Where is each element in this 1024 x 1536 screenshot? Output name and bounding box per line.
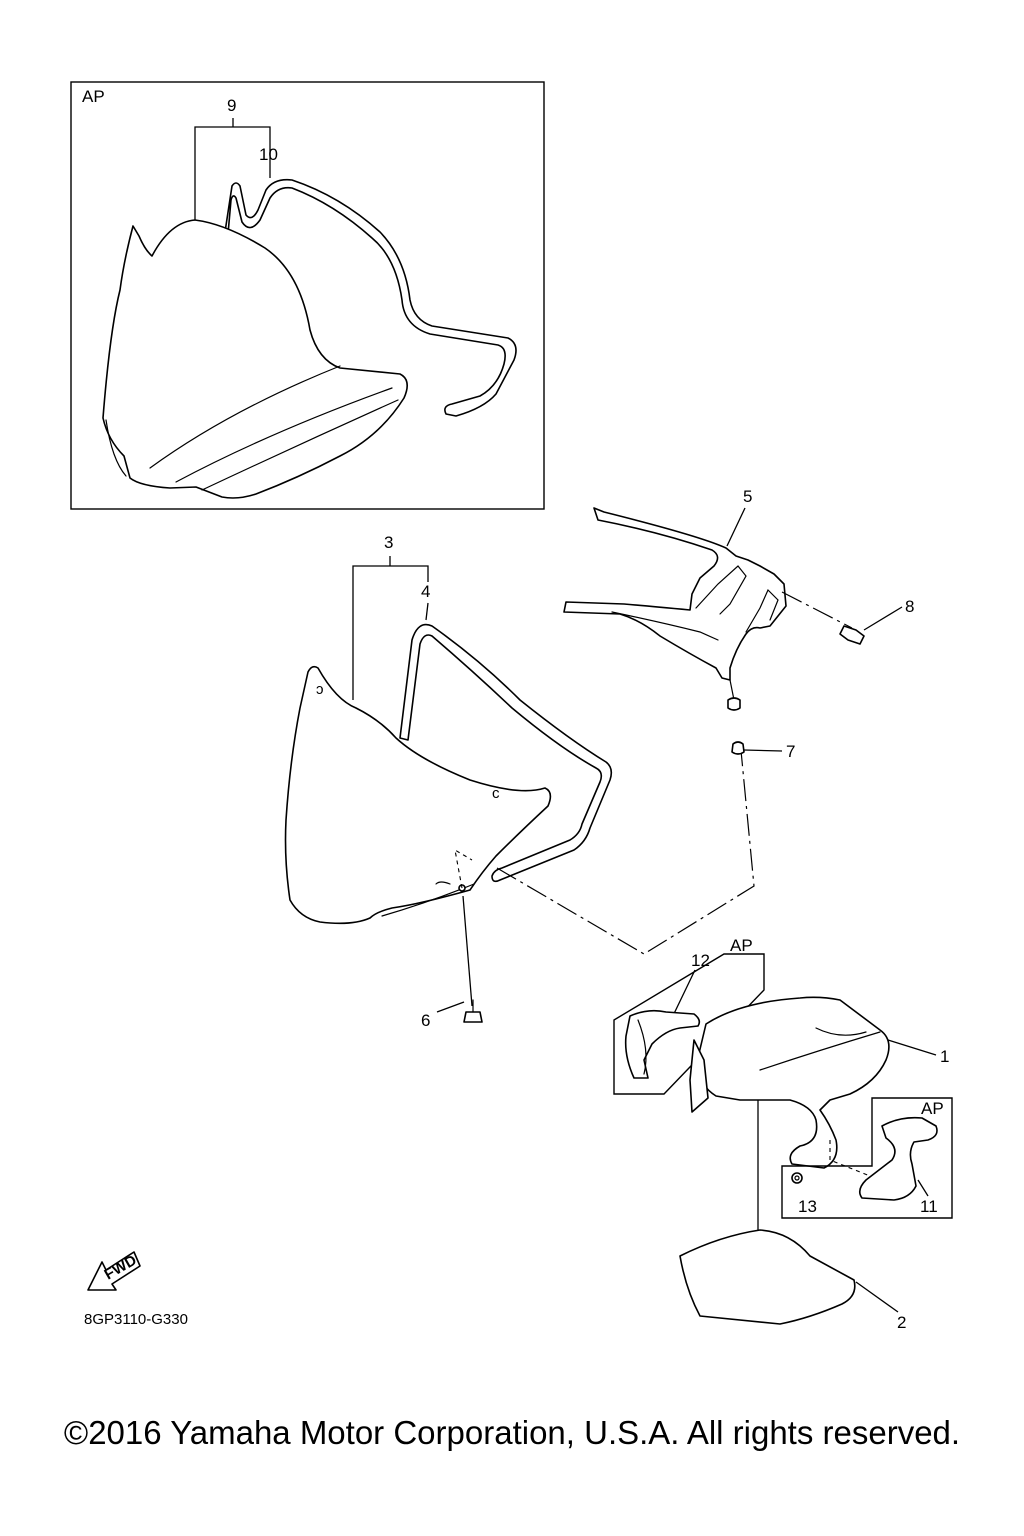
- ap-label-right: AP: [921, 1099, 944, 1118]
- ap-box-right: [781, 1097, 953, 1219]
- ap-box-top: [70, 81, 545, 510]
- windshield-top[interactable]: [102, 219, 408, 499]
- bolt-8[interactable]: [839, 625, 865, 645]
- windshield-seal-top[interactable]: [224, 178, 517, 417]
- callout-7: 7: [786, 742, 795, 761]
- panel-12[interactable]: [624, 1009, 701, 1079]
- callout-2: 2: [897, 1313, 906, 1332]
- callout-1: 1: [940, 1047, 949, 1066]
- callout-3: 3: [384, 533, 393, 552]
- copyright-notice: ©2016 Yamaha Motor Corporation, U.S.A. A…: [63, 1414, 961, 1451]
- callout-8: 8: [905, 597, 914, 616]
- panel-11[interactable]: [858, 1116, 938, 1201]
- grommet-7[interactable]: [731, 741, 745, 755]
- callout-4: 4: [421, 582, 430, 601]
- callout-5: 5: [743, 487, 752, 506]
- visor-seal[interactable]: [399, 623, 613, 883]
- callout-12: 12: [691, 951, 710, 970]
- panel-2[interactable]: [679, 1229, 856, 1325]
- svg-text:ɔ: ɔ: [316, 681, 324, 698]
- svg-text:c: c: [492, 785, 500, 802]
- callout-10: 10: [259, 145, 278, 164]
- fwd-arrow-icon: FWD: [87, 1251, 141, 1291]
- nut-13[interactable]: [791, 1172, 803, 1184]
- callout-6: 6: [421, 1011, 430, 1030]
- ap-label-top: AP: [82, 87, 105, 106]
- callout-9: 9: [227, 96, 236, 115]
- visor-shield[interactable]: [284, 665, 552, 925]
- ap-box-mid: [613, 953, 765, 1095]
- stay-bracket-5[interactable]: [563, 507, 787, 681]
- assembly-line-center: [496, 739, 755, 955]
- ap-label-mid: AP: [730, 936, 753, 955]
- callout-11: 11: [920, 1197, 938, 1216]
- cowling-1[interactable]: [695, 996, 890, 1169]
- callout-13: 13: [798, 1197, 817, 1216]
- diagram-code: 8GP3110-G330: [84, 1311, 188, 1328]
- screw-6[interactable]: [463, 1011, 483, 1023]
